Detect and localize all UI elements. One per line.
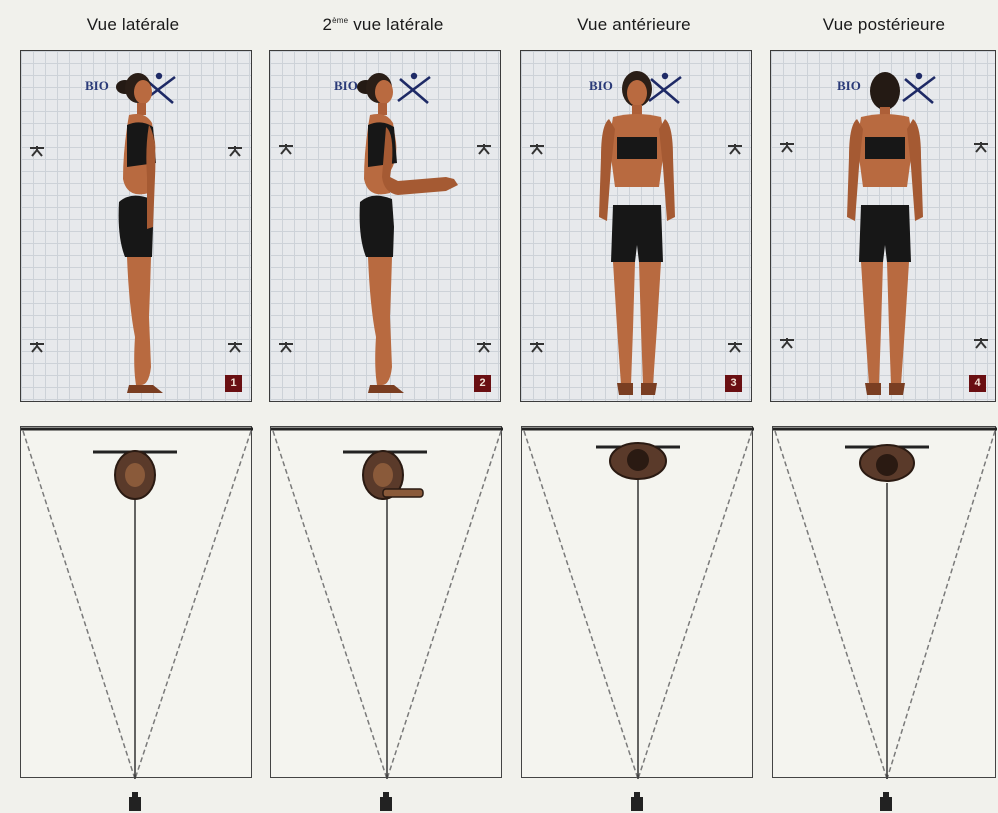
view-number-badge: 4 bbox=[969, 375, 986, 392]
grid-marker-icon bbox=[779, 337, 795, 349]
view-title-anterior: Vue antérieure bbox=[534, 15, 734, 35]
grid-marker-icon bbox=[29, 341, 45, 353]
photo-panel-lateral: BIO 1 bbox=[20, 50, 252, 402]
plan-panel-posterior bbox=[772, 426, 996, 778]
grid-marker-icon bbox=[529, 341, 545, 353]
model-figure-side bbox=[105, 67, 185, 402]
grid-marker-icon bbox=[529, 143, 545, 155]
photo-panel-posterior: BIO 4 bbox=[770, 50, 996, 402]
view-title-superscript: ème bbox=[332, 16, 348, 25]
model-figure-back bbox=[835, 67, 935, 402]
plan-diagram bbox=[21, 427, 253, 779]
grid-marker-icon bbox=[476, 341, 492, 353]
grid-marker-icon bbox=[973, 337, 989, 349]
model-figure-side-arm-forward bbox=[346, 67, 466, 402]
person-top-view-icon bbox=[115, 451, 155, 499]
grid-marker-icon bbox=[278, 341, 294, 353]
grid-marker-icon bbox=[29, 145, 45, 157]
plan-panel-anterior bbox=[521, 426, 753, 778]
view-number-badge: 2 bbox=[474, 375, 491, 392]
grid-marker-icon bbox=[727, 341, 743, 353]
grid-marker-icon bbox=[973, 141, 989, 153]
person-top-view-icon bbox=[610, 443, 666, 479]
person-top-view-icon bbox=[363, 451, 423, 499]
camera-icon bbox=[879, 792, 893, 812]
plan-diagram bbox=[271, 427, 503, 779]
model-figure-front bbox=[587, 67, 687, 402]
camera-icon bbox=[128, 792, 142, 812]
grid-marker-icon bbox=[227, 145, 243, 157]
view-title-second-lateral: 2ème vue latérale bbox=[283, 15, 483, 35]
grid-marker-icon bbox=[278, 143, 294, 155]
grid-marker-icon bbox=[779, 141, 795, 153]
plan-panel-lateral bbox=[20, 426, 252, 778]
view-title-prefix: 2 bbox=[322, 15, 332, 34]
grid-marker-icon bbox=[727, 143, 743, 155]
plan-diagram bbox=[773, 427, 997, 779]
plan-panel-second-lateral bbox=[270, 426, 502, 778]
view-title-lateral: Vue latérale bbox=[33, 15, 233, 35]
grid-marker-icon bbox=[476, 143, 492, 155]
photo-panel-second-lateral: BIO 2 bbox=[269, 50, 501, 402]
person-top-view-icon bbox=[860, 445, 914, 481]
camera-icon bbox=[630, 792, 644, 812]
view-number-badge: 3 bbox=[725, 375, 742, 392]
view-title-posterior: Vue postérieure bbox=[784, 15, 984, 35]
camera-icon bbox=[379, 792, 393, 812]
plan-diagram bbox=[522, 427, 754, 779]
grid-marker-icon bbox=[227, 341, 243, 353]
view-title-main: vue latérale bbox=[353, 15, 443, 34]
photo-panel-anterior: BIO 3 bbox=[520, 50, 752, 402]
view-number-badge: 1 bbox=[225, 375, 242, 392]
